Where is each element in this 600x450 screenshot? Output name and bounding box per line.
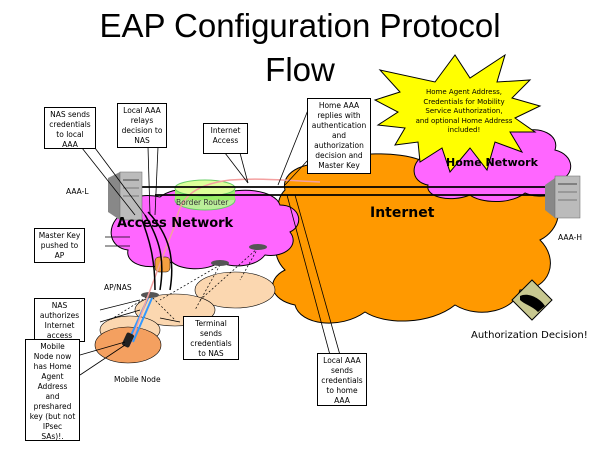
callout-mobile-node-now: Mobile Node now has Home Agent Address a… (25, 339, 80, 441)
authorization-handshake-icon (511, 279, 553, 321)
mobile-node-device (122, 332, 134, 348)
aaa-home-server (545, 175, 581, 219)
access-network-label: Access Network (117, 216, 234, 231)
aaa-local-label: AAA-L (66, 187, 89, 196)
authorization-decision-label: Authorization Decision! (471, 330, 588, 341)
home-network-label: Home Network (446, 156, 538, 169)
star-burst (373, 53, 542, 174)
title-line-2: Flow (265, 51, 335, 88)
callout-terminal-sends: Terminal sends credentials to NAS (183, 316, 239, 360)
coverage-cell (194, 271, 276, 309)
border-router-label: Border Router (176, 198, 229, 207)
callout-home-replies: Home AAA replies with authentication and… (307, 98, 371, 174)
access-point (249, 244, 267, 250)
callout-nas-sends: NAS sends credentials to local AAA (44, 107, 96, 149)
aaa-home-label: AAA-H (558, 233, 582, 242)
callout-nas-authorizes: NAS authorizes Internet access (34, 298, 85, 342)
ap-nas-device (141, 292, 159, 298)
access-point (211, 260, 229, 266)
aaa-local-server (108, 171, 143, 221)
callout-local-sends-home: Local AAA sends credentials to home AAA (317, 353, 367, 406)
callout-local-relays: Local AAA relays decision to NAS (117, 103, 167, 148)
star-burst-text: Home Agent Address, Credentials for Mobi… (415, 88, 513, 134)
callout-master-key: Master Key pushed to AP (34, 228, 85, 263)
border-router-top (174, 179, 236, 197)
callout-internet-access: Internet Access (203, 123, 248, 154)
internet-label: Internet (370, 205, 435, 221)
ap-nas-label: AP/NAS (104, 283, 132, 292)
mobile-node-label: Mobile Node (114, 375, 161, 384)
pink-path (129, 178, 321, 346)
title-line-1: EAP Configuration Protocol (99, 7, 501, 44)
